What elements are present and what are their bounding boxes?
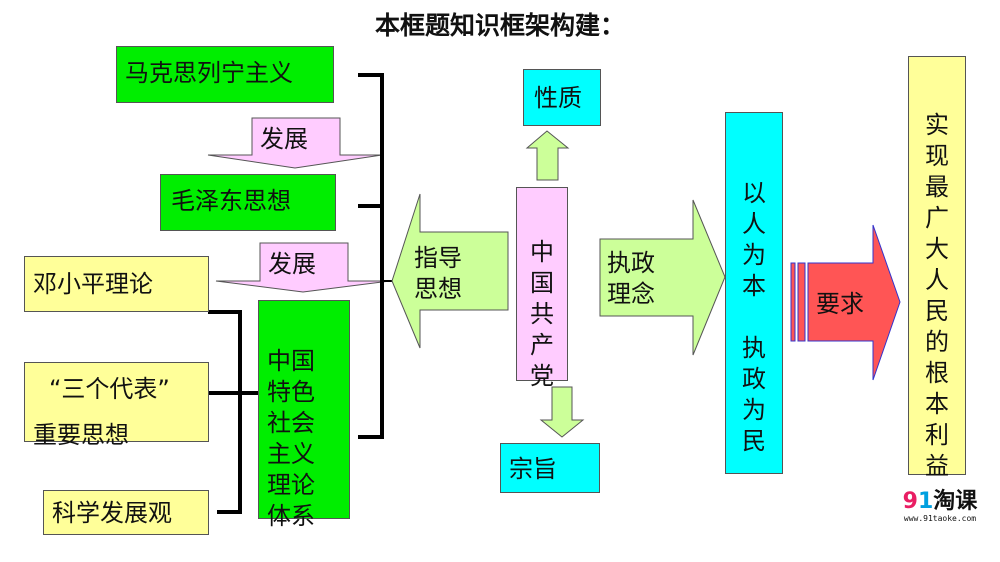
nature-box: 性质	[523, 69, 601, 126]
develop-label-2: 发展	[268, 250, 316, 278]
three-represents-line2: 重要思想	[33, 421, 129, 449]
guiding-thought-label: 指导 思想	[414, 244, 462, 303]
socialism-theory-box: 中国 特色 社会 主义 理论 体系	[258, 300, 350, 530]
mao-box: 毛泽东思想	[160, 174, 336, 231]
socialism-theory-label: 中国 特色 社会 主义 理论 体系	[267, 347, 315, 530]
develop-arrow-2	[215, 242, 391, 293]
purpose-box: 宗旨	[500, 443, 600, 493]
deng-box: 邓小平理论	[24, 256, 209, 312]
deng-label: 邓小平理论	[33, 270, 153, 298]
three-represents-box: “三个代表” 重要思想	[24, 362, 209, 449]
brand-text: 淘课	[933, 489, 978, 514]
scientific-outlook-box: 科学发展观	[43, 490, 209, 535]
up-arrow-to-nature	[525, 130, 570, 181]
marxism-box: 马克思列宁主义	[116, 46, 334, 103]
governing-concept-arrow	[599, 199, 726, 356]
cpc-box: 中 国 共 产 党	[516, 187, 568, 390]
develop-label-1: 发展	[260, 125, 308, 153]
people-first-box: 以 人 为 本 执 政 为 民	[725, 112, 783, 474]
purpose-label: 宗旨	[509, 455, 557, 483]
requirement-label: 要求	[816, 290, 864, 318]
mao-label: 毛泽东思想	[171, 187, 291, 215]
develop-arrow-1	[207, 117, 383, 169]
three-represents-line1: “三个代表”	[49, 375, 170, 403]
brand-name: 91淘课	[902, 489, 978, 514]
down-arrow-to-purpose	[539, 386, 585, 438]
marxism-label: 马克思列宁主义	[125, 59, 293, 87]
page-title: 本框题知识框架构建：	[374, 11, 625, 40]
fundamental-interests-label: 实 现 最 广 大 人 民 的 根 本 利 益	[925, 111, 949, 480]
guiding-thought-arrow	[391, 193, 509, 349]
scientific-outlook-label: 科学发展观	[52, 499, 172, 527]
governing-concept-label: 执政 理念	[607, 249, 655, 308]
requirement-arrow	[790, 224, 901, 381]
cpc-label: 中 国 共 产 党	[530, 238, 554, 390]
main-bracket	[358, 73, 392, 439]
fundamental-interests-box: 实 现 最 广 大 人 民 的 根 本 利 益	[908, 56, 966, 480]
nature-label: 性质	[534, 84, 582, 112]
brand-url: www.91taoke.com	[903, 514, 977, 523]
brand-logo: 91淘课 www.91taoke.com	[890, 490, 990, 524]
people-first-label: 以 人 为 本 执 政 为 民	[742, 179, 766, 455]
sub-bracket	[208, 310, 258, 514]
